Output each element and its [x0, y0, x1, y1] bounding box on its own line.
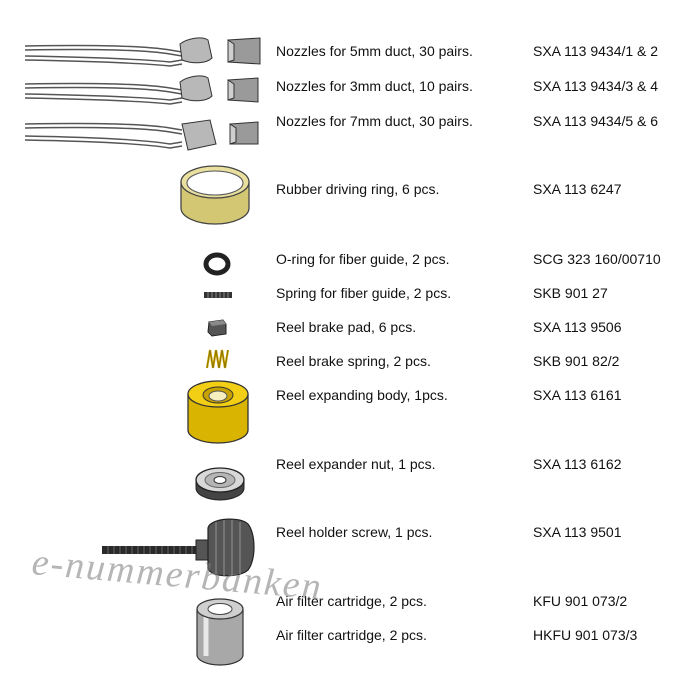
part-description: Reel brake pad, 6 pcs. [276, 319, 417, 335]
part-number: SXA 113 9434/1 & 2 [533, 43, 659, 59]
part-number: SXA 113 6161 [533, 387, 622, 403]
brake-spring-icon [205, 349, 230, 369]
rubber-ring-icon [180, 165, 250, 225]
part-row: Reel brake pad, 6 pcs. SXA 113 9506 [0, 317, 700, 337]
expander-nut-icon [195, 467, 245, 501]
part-description: Reel expanding body, 1pcs. [276, 387, 448, 403]
part-description: O-ring for fiber guide, 2 pcs. [276, 251, 450, 267]
part-row: Reel brake spring, 2 pcs. SKB 901 82/2 [0, 351, 700, 371]
part-row: Reel expander nut, 1 pcs. SXA 113 6162 [0, 454, 700, 474]
part-row: Spring for fiber guide, 2 pcs. SKB 901 2… [0, 283, 700, 303]
nozzle-pair-icon [24, 119, 259, 151]
part-number: KFU 901 073/2 [533, 593, 628, 609]
part-number: SXA 113 9506 [533, 319, 622, 335]
filter-cartridge-icon [196, 598, 244, 666]
part-row: Rubber driving ring, 6 pcs. SXA 113 6247 [0, 179, 700, 199]
part-number: SXA 113 9501 [533, 524, 622, 540]
part-description: Reel brake spring, 2 pcs. [276, 353, 431, 369]
part-row: Nozzles for 3mm duct, 10 pairs. SXA 113 … [0, 76, 700, 96]
part-description: Nozzles for 7mm duct, 30 pairs. [276, 113, 473, 129]
part-row: O-ring for fiber guide, 2 pcs. SCG 323 1… [0, 249, 700, 269]
small-spring-icon [204, 292, 232, 298]
part-row: Nozzles for 5mm duct, 30 pairs. SXA 113 … [0, 41, 700, 61]
part-row: Air filter cartridge, 2 pcs. KFU 901 073… [0, 591, 700, 611]
part-row: Reel holder screw, 1 pcs. SXA 113 9501 [0, 522, 700, 542]
part-description: Reel expander nut, 1 pcs. [276, 456, 436, 472]
part-number: SKB 901 82/2 [533, 353, 620, 369]
part-description: Air filter cartridge, 2 pcs. [276, 627, 427, 643]
brake-pad-icon [207, 319, 227, 337]
expanding-body-icon [187, 380, 249, 444]
part-number: SXA 113 6162 [533, 456, 622, 472]
part-number: SXA 113 9434/3 & 4 [533, 78, 659, 94]
part-description: Spring for fiber guide, 2 pcs. [276, 285, 452, 301]
holder-screw-icon [102, 518, 255, 577]
part-number: SXA 113 6247 [533, 181, 622, 197]
o-ring-icon [203, 252, 231, 276]
nozzle-pair-icon [24, 75, 259, 105]
part-number: HKFU 901 073/3 [533, 627, 638, 643]
part-row: Reel expanding body, 1pcs. SXA 113 6161 [0, 385, 700, 405]
part-row: Nozzles for 7mm duct, 30 pairs. SXA 113 … [0, 111, 700, 131]
part-description: Air filter cartridge, 2 pcs. [276, 593, 427, 609]
part-row: Air filter cartridge, 2 pcs. HKFU 901 07… [0, 625, 700, 645]
part-description: Nozzles for 5mm duct, 30 pairs. [276, 43, 473, 59]
part-number: SXA 113 9434/5 & 6 [533, 113, 659, 129]
part-number: SKB 901 27 [533, 285, 608, 301]
nozzle-pair-icon [24, 37, 261, 67]
part-number: SCG 323 160/00710 [533, 251, 661, 267]
part-description: Nozzles for 3mm duct, 10 pairs. [276, 78, 473, 94]
part-description: Rubber driving ring, 6 pcs. [276, 181, 440, 197]
part-description: Reel holder screw, 1 pcs. [276, 524, 433, 540]
